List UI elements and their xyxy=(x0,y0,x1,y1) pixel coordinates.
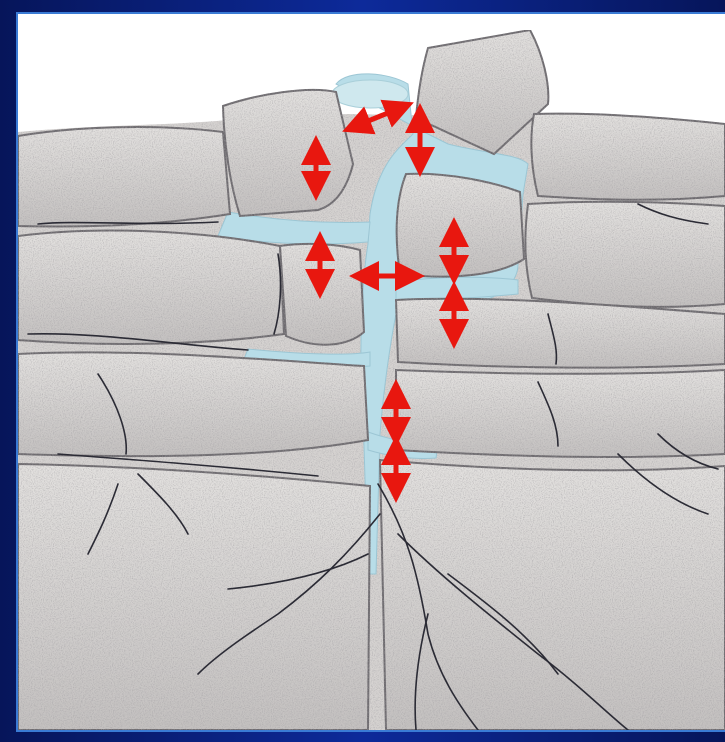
block-top-right xyxy=(531,114,725,200)
block-right-row2 xyxy=(525,202,725,307)
block-lower-right xyxy=(380,460,725,730)
block-left-row2 xyxy=(18,231,284,344)
diagram-panel xyxy=(18,14,725,730)
block-left-row3 xyxy=(18,352,368,456)
block-top-left xyxy=(18,127,230,226)
frost-wedging-diagram xyxy=(18,14,725,730)
block-right-row3 xyxy=(396,299,725,368)
block-top-mid xyxy=(223,90,353,216)
block-lower-left xyxy=(18,464,370,730)
block-right-row4 xyxy=(396,370,725,457)
block-center xyxy=(397,174,524,277)
